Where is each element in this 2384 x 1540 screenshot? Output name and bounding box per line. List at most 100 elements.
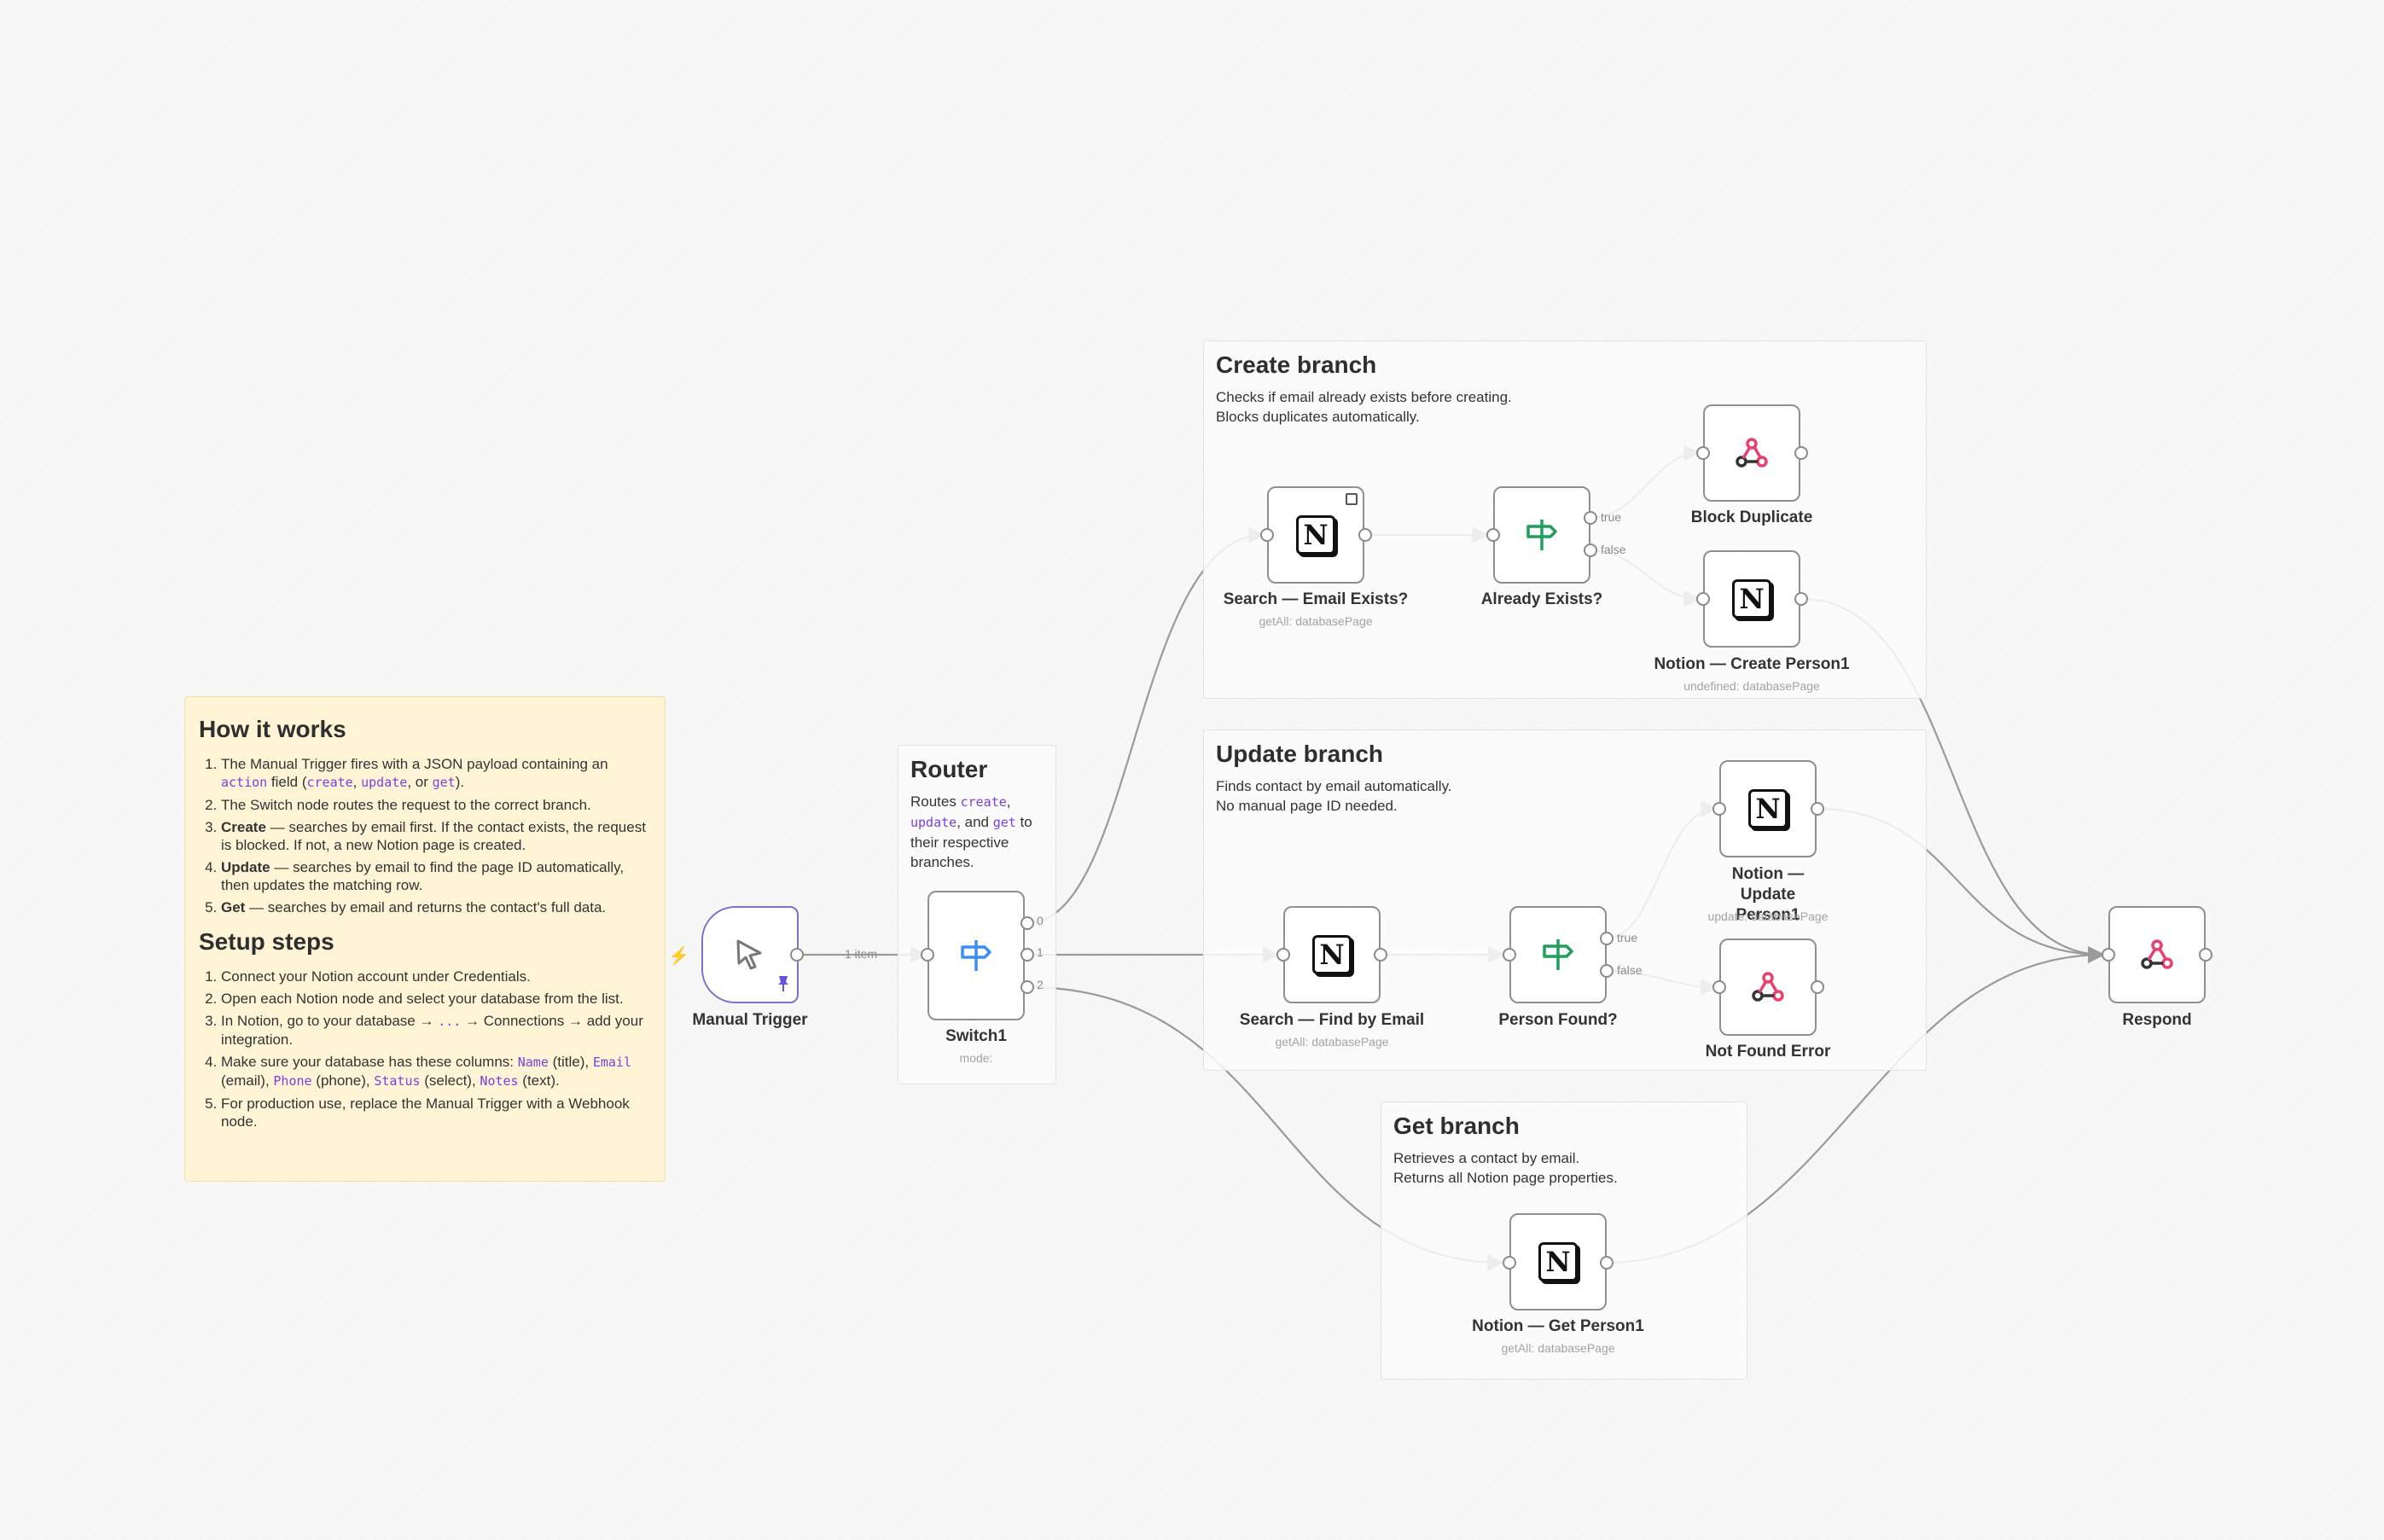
respond-node[interactable] [2108, 906, 2206, 1003]
switch1-output-1-handle[interactable] [1020, 948, 1034, 962]
notion-update-output-handle[interactable] [1811, 802, 1824, 816]
notion-icon: N [1732, 579, 1771, 619]
notion-get-output-handle[interactable] [1600, 1256, 1614, 1270]
switch1-title: Switch1 [945, 1027, 1007, 1045]
switch1-subtitle: mode: [959, 1051, 993, 1065]
how-it-works-list: The Manual Trigger fires with a JSON pay… [199, 755, 651, 916]
notion-icon: N [1538, 1242, 1578, 1281]
search-email-exists-subtitle: getAll: databasePage [1259, 614, 1373, 628]
switch1-input-handle[interactable] [921, 948, 934, 962]
switch1-output-0-handle[interactable] [1020, 916, 1034, 930]
person-found-input-handle[interactable] [1503, 948, 1516, 962]
cursor-pointer-icon [730, 934, 770, 975]
search-find-subtitle: getAll: databasePage [1275, 1035, 1389, 1049]
respond-output-handle[interactable] [2199, 948, 2212, 962]
already-exists-title: Already Exists? [1480, 590, 1603, 608]
how-it-works-note[interactable]: How it works The Manual Trigger fires wi… [184, 696, 666, 1182]
notion-get-person-node[interactable]: N [1509, 1213, 1607, 1310]
person-found-title: Person Found? [1498, 1011, 1618, 1029]
notion-create-output-handle[interactable] [1794, 592, 1808, 606]
notion-create-person-node[interactable]: N [1703, 550, 1800, 648]
search-email-exists-input-handle[interactable] [1260, 528, 1274, 542]
signpost-icon [1521, 514, 1562, 555]
how-it-works-title: How it works [199, 716, 346, 742]
search-email-exists-output-handle[interactable] [1358, 528, 1372, 542]
notion-create-input-handle[interactable] [1696, 592, 1710, 606]
not-found-error-title: Not Found Error [1705, 1043, 1831, 1061]
manual-trigger-output-handle[interactable] [790, 948, 804, 962]
search-find-by-email-node[interactable]: N [1283, 906, 1381, 1003]
respond-title: Respond [2122, 1011, 2192, 1029]
update-branch-desc: Finds contact by email automatically. No… [1216, 778, 1452, 814]
switch1-port-1-label: 1 [1037, 945, 1044, 959]
list-item: For production use, replace the Manual T… [221, 1095, 651, 1130]
search-find-input-handle[interactable] [1276, 948, 1290, 962]
list-item: Make sure your database has these column… [221, 1053, 651, 1090]
notion-create-subtitle: undefined: databasePage [1683, 679, 1820, 693]
person-found-true-label: true [1617, 931, 1638, 944]
expand-icon [1346, 493, 1358, 505]
notion-get-input-handle[interactable] [1503, 1256, 1516, 1270]
items-count-label: 1 item [845, 947, 878, 961]
notion-update-subtitle: update: databasePage [1707, 909, 1829, 923]
list-item: Create — searches by email first. If the… [221, 818, 651, 854]
block-duplicate-input-handle[interactable] [1696, 446, 1710, 460]
list-item: Open each Notion node and select your da… [221, 990, 651, 1008]
already-exists-true-handle[interactable] [1584, 511, 1597, 525]
search-email-exists-node[interactable]: N [1267, 486, 1364, 584]
block-duplicate-output-handle[interactable] [1794, 446, 1808, 460]
already-exists-true-label: true [1601, 510, 1622, 524]
person-found-node[interactable] [1509, 906, 1607, 1003]
person-found-false-label: false [1617, 963, 1643, 977]
already-exists-input-handle[interactable] [1486, 528, 1500, 542]
switch1-port-2-label: 2 [1037, 978, 1044, 991]
switch1-output-2-handle[interactable] [1020, 980, 1034, 994]
manual-trigger-node[interactable] [701, 906, 799, 1003]
not-found-error-input-handle[interactable] [1712, 980, 1726, 994]
already-exists-false-label: false [1601, 543, 1626, 556]
pin-icon [776, 975, 790, 997]
notion-get-subtitle: getAll: databasePage [1501, 1341, 1615, 1355]
list-item: Get — searches by email and returns the … [221, 898, 651, 916]
notion-update-title: Notion — Update Person1 [1731, 865, 1805, 924]
manual-trigger-title: Manual Trigger [692, 1011, 808, 1029]
person-found-false-handle[interactable] [1600, 964, 1614, 978]
update-branch-title: Update branch [1216, 741, 1384, 767]
person-found-true-handle[interactable] [1600, 932, 1614, 945]
search-find-title: Search — Find by Email [1239, 1011, 1425, 1029]
notion-create-title: Notion — Create Person1 [1654, 655, 1850, 673]
signpost-icon [1538, 934, 1579, 975]
not-found-error-node[interactable] [1719, 939, 1817, 1036]
list-item: In Notion, go to your database → ... → C… [221, 1012, 651, 1049]
create-branch-title: Create branch [1216, 352, 1377, 378]
setup-steps-title: Setup steps [199, 928, 334, 955]
notion-icon: N [1748, 789, 1788, 828]
block-duplicate-node[interactable] [1703, 404, 1800, 502]
notion-get-title: Notion — Get Person1 [1472, 1317, 1644, 1335]
switch1-node[interactable] [927, 891, 1025, 1020]
get-branch-desc: Retrieves a contact by email. Returns al… [1393, 1150, 1618, 1186]
notion-icon: N [1296, 515, 1335, 555]
signpost-icon [956, 935, 997, 976]
webhook-icon [2137, 934, 2178, 975]
list-item: The Manual Trigger fires with a JSON pay… [221, 755, 651, 792]
block-duplicate-title: Block Duplicate [1690, 508, 1813, 526]
search-email-exists-title: Search — Email Exists? [1223, 590, 1409, 608]
list-item: Update — searches by email to find the p… [221, 858, 651, 894]
already-exists-node[interactable] [1493, 486, 1590, 584]
webhook-icon [1731, 433, 1772, 474]
notion-icon: N [1312, 935, 1352, 974]
search-find-output-handle[interactable] [1374, 948, 1387, 962]
not-found-error-output-handle[interactable] [1811, 980, 1824, 994]
respond-input-handle[interactable] [2102, 948, 2115, 962]
list-item: Connect your Notion account under Creden… [221, 968, 651, 985]
webhook-icon [1747, 967, 1788, 1008]
setup-steps-list: Connect your Notion account under Creden… [199, 968, 651, 1130]
create-branch-desc: Checks if email already exists before cr… [1216, 389, 1512, 425]
already-exists-false-handle[interactable] [1584, 543, 1597, 557]
notion-update-input-handle[interactable] [1712, 802, 1726, 816]
get-branch-title: Get branch [1393, 1113, 1520, 1139]
notion-update-person-node[interactable]: N [1719, 760, 1817, 857]
router-note-desc: Routes create, update, and get to their … [910, 793, 1032, 870]
